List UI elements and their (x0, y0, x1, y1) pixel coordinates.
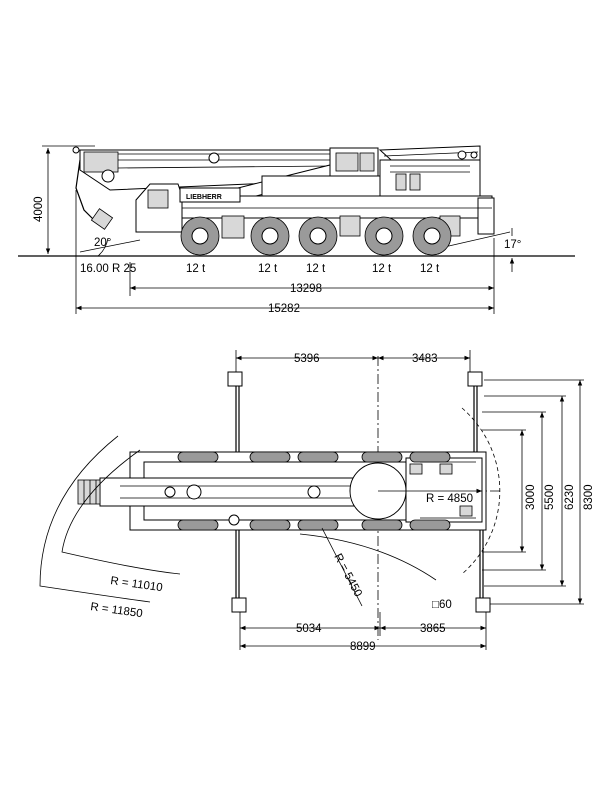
superstructure (261, 159, 481, 199)
width-8300-label: 8300 (583, 484, 595, 510)
support-length-rear-label: 3865 (420, 623, 446, 635)
support-front-label: 5396 (294, 353, 320, 365)
axle-load-label: 12 t (372, 263, 392, 275)
pad-size-label: □60 (432, 599, 452, 611)
boom-radius-1-label: R = 11010 (110, 575, 164, 594)
wheel (298, 216, 338, 256)
tail-swing-arc (461, 407, 501, 575)
width-5500-label: 5500 (544, 484, 556, 510)
width-3000-label: 3000 (525, 484, 537, 510)
side-view: 4000 (18, 145, 575, 315)
boom-radius-2-label: R = 11850 (90, 601, 144, 620)
support-rear-label: 3483 (412, 353, 438, 365)
axle-load-label: 12 t (186, 263, 206, 275)
departure-angle-label: 17° (504, 239, 521, 251)
approach-angle-label: 20° (94, 237, 111, 249)
axle-load-label: 12 t (306, 263, 326, 275)
boom-sweep-arc-2 (39, 435, 151, 603)
tail-radius-label: R = 4850 (426, 493, 473, 505)
wheel (364, 216, 404, 256)
wheel (412, 216, 452, 256)
wheelbase-label: 13298 (290, 283, 322, 295)
svg-text:LIEBHERR: LIEBHERR (186, 194, 222, 201)
carrier-chassis: LIEBHERR (79, 183, 511, 253)
wheel (180, 216, 220, 256)
wheels (180, 216, 452, 256)
tire-size-label: 16.00 R 25 (80, 263, 136, 275)
axle-load-label: 12 t (258, 263, 278, 275)
boom-sweep-arc-1 (61, 449, 181, 575)
support-length-front-label: 5034 (296, 623, 322, 635)
support-length-total-label: 8899 (350, 641, 376, 653)
width-6230-label: 6230 (564, 484, 576, 510)
turning-radius-label: R = 5450 (331, 552, 364, 599)
top-view: 5396 3483 (39, 350, 595, 653)
axle-load-label: 12 t (420, 263, 440, 275)
height-label: 4000 (33, 196, 45, 222)
turning-arc (299, 533, 437, 581)
tires-top (177, 451, 451, 531)
wheel (250, 216, 290, 256)
overall-length-label: 15282 (268, 303, 300, 315)
